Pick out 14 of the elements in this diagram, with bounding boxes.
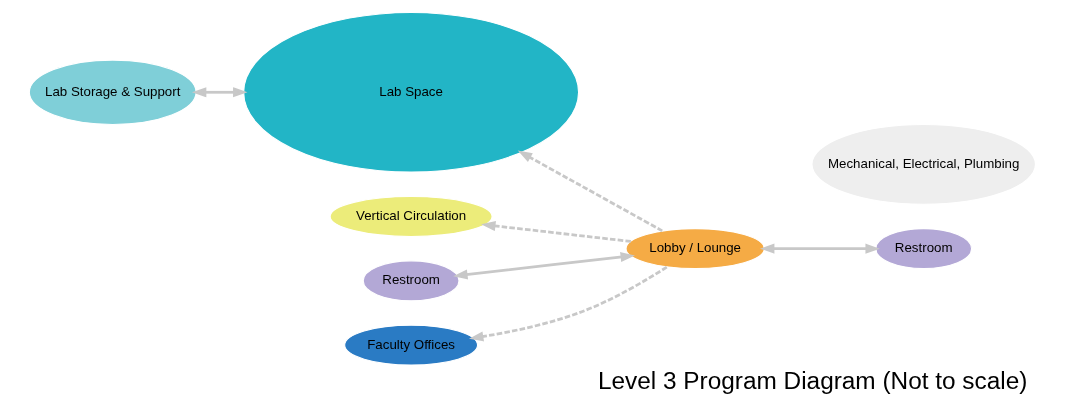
node-ellipse: Restroom	[362, 260, 460, 302]
node-ellipse: Lab Space	[243, 11, 580, 173]
arrow	[481, 220, 631, 243]
arrow	[469, 265, 668, 342]
arrow	[517, 150, 663, 233]
node-ellipse: Lobby / Lounge	[625, 228, 765, 270]
node-ellipse: Lab Storage & Support	[28, 59, 197, 125]
node-ellipse: Vertical Circulation	[329, 195, 493, 237]
arrow	[759, 243, 880, 254]
arrow	[453, 252, 635, 280]
node-ellipse: Restroom	[875, 228, 973, 270]
node-ellipse: Faculty Offices	[344, 324, 479, 366]
caption: Level 3 Program Diagram (Not to scale)	[597, 367, 1028, 395]
arrow	[191, 87, 248, 98]
